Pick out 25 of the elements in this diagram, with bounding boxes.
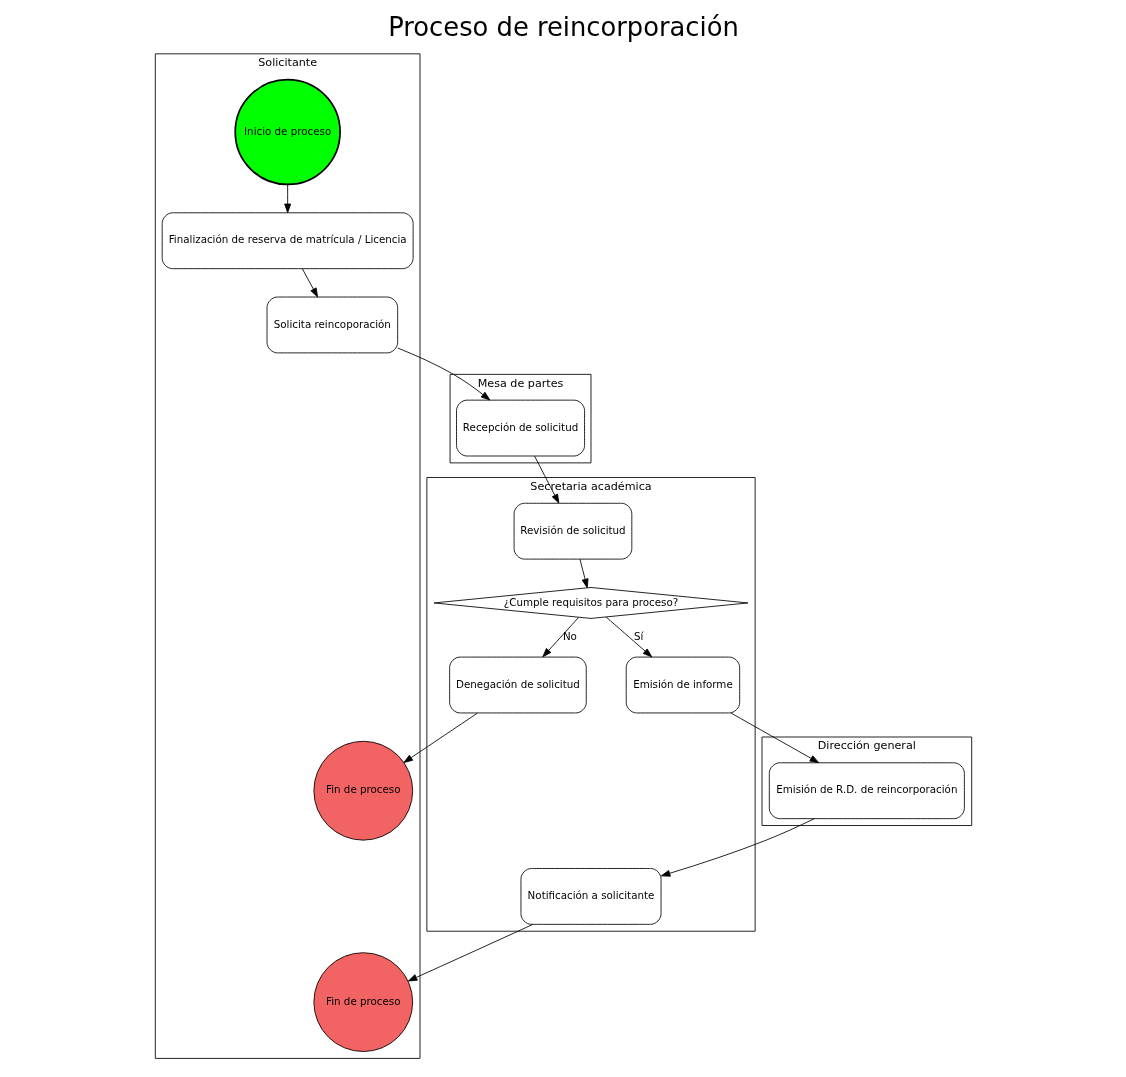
arrow xyxy=(301,268,318,298)
node-box: Revisión de solicitud xyxy=(513,502,632,560)
arrow xyxy=(579,558,588,589)
arrow xyxy=(403,712,478,763)
node-box: Recepción de solicitud xyxy=(455,399,585,457)
arrow xyxy=(730,712,819,764)
arrow xyxy=(283,184,291,214)
edge-label: No xyxy=(562,630,577,643)
diagram-title: Proceso de reincorporación xyxy=(387,11,739,42)
arrow xyxy=(407,923,533,982)
node-circle: Fin de proceso xyxy=(312,952,413,1052)
node-box: Emisión de informe xyxy=(625,656,740,714)
arrow xyxy=(396,347,490,401)
arrow xyxy=(541,617,579,658)
node-box: Emisión de R.D. de reincorporación xyxy=(768,762,965,820)
arrow xyxy=(533,455,559,504)
node-box: Denegación de solicitud xyxy=(448,656,587,714)
arrow xyxy=(660,818,815,877)
node-box: Solicita reincoporación xyxy=(266,296,398,354)
arrow xyxy=(605,616,652,658)
node-box: Finalización de reserva de matrícula / Licencia xyxy=(161,212,414,270)
node-circle: Inicio de proceso xyxy=(233,78,341,186)
node-box: Notificación a solicitante xyxy=(520,868,661,925)
node-diamond: ¿Cumple requisitos para proceso? xyxy=(433,587,748,619)
edge-label: Sí xyxy=(633,630,643,643)
